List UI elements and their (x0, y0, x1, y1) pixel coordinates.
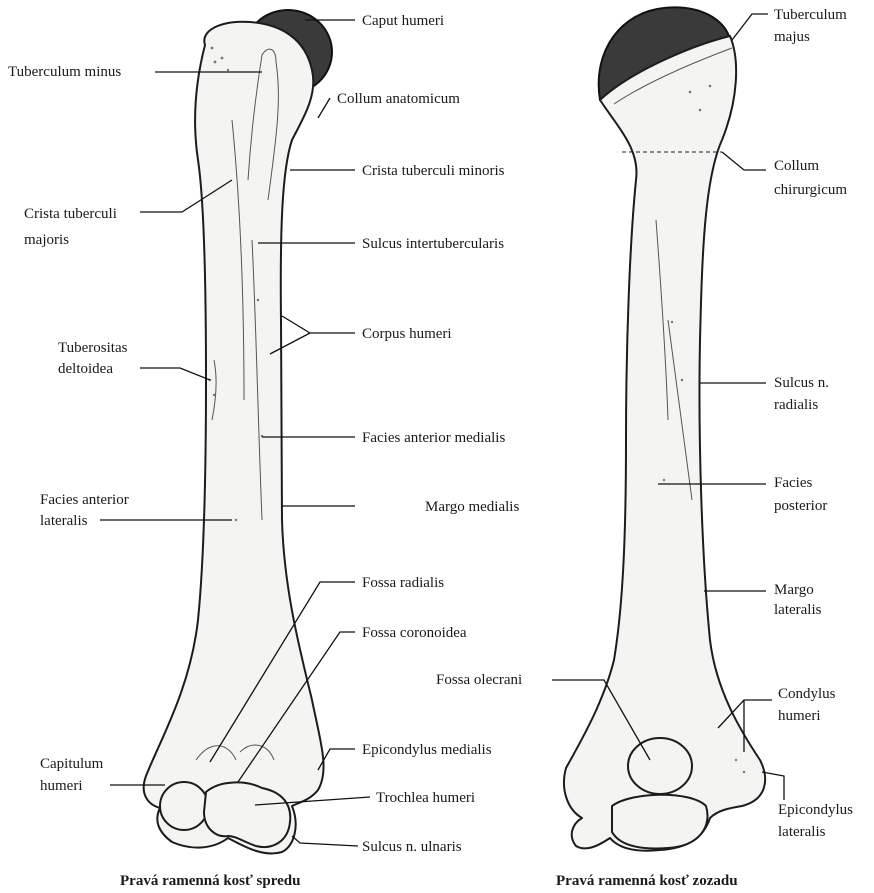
label-caput-humeri: Caput humeri (362, 13, 444, 29)
label-trochlea-humeri: Trochlea humeri (376, 790, 475, 806)
label-sulcus-n-radialis-line1: Sulcus n. (774, 375, 829, 391)
posterior-trochlea-shape (612, 795, 707, 849)
label-crista-tuberculi-majoris-line2: majoris (24, 232, 69, 248)
label-epicondylus-lateralis-line2: lateralis (778, 824, 826, 840)
caption-anterior: Pravá ramenná kosť spredu (120, 873, 300, 889)
posterior-humerus (564, 7, 765, 850)
label-epicondylus-medialis: Epicondylus medialis (362, 742, 492, 758)
posterior-fossa-olecrani-shape (628, 738, 692, 794)
label-tuberositas-deltoidea-line2: deltoidea (58, 361, 113, 377)
label-tuberositas-deltoidea-line1: Tuberositas (58, 340, 128, 356)
label-tuberculum-minus: Tuberculum minus (8, 64, 121, 80)
label-sulcus-n-ulnaris: Sulcus n. ulnaris (362, 839, 462, 855)
label-facies-posterior-line2: posterior (774, 498, 827, 514)
label-facies-anterior-medialis: Facies anterior medialis (362, 430, 505, 446)
label-sulcus-intertubercularis: Sulcus intertubercularis (362, 236, 504, 252)
label-condylus-humeri-line2: humeri (778, 708, 821, 724)
label-fossa-radialis: Fossa radialis (362, 575, 444, 591)
label-fossa-olecrani: Fossa olecrani (436, 672, 522, 688)
label-facies-anterior-lateralis-line1: Facies anterior (40, 492, 129, 508)
label-facies-posterior-line1: Facies (774, 475, 812, 491)
label-corpus-humeri: Corpus humeri (362, 326, 452, 342)
label-tuberculum-majus-line1: Tuberculum (774, 7, 847, 23)
label-margo-lateralis-line2: lateralis (774, 602, 822, 618)
label-fossa-coronoidea: Fossa coronoidea (362, 625, 467, 641)
label-crista-tuberculi-minoris: Crista tuberculi minoris (362, 163, 505, 179)
label-tuberculum-majus-line2: majus (774, 29, 810, 45)
anterior-humerus (144, 10, 332, 853)
captions: Pravá ramenná kosť spredu Pravá ramenná … (120, 873, 738, 889)
label-collum-chirurgicum-line1: Collum (774, 158, 819, 174)
label-capitulum-humeri-line2: humeri (40, 778, 83, 794)
posterior-bone-outline (564, 36, 765, 851)
anterior-capitulum-shape (160, 782, 208, 830)
label-crista-tuberculi-majoris-line1: Crista tuberculi (24, 206, 117, 222)
caption-posterior: Pravá ramenná kosť zozadu (556, 873, 738, 889)
label-collum-anatomicum: Collum anatomicum (337, 91, 460, 107)
label-margo-lateralis-line1: Margo (774, 582, 814, 598)
label-capitulum-humeri-line1: Capitulum (40, 756, 104, 772)
label-collum-chirurgicum-line2: chirurgicum (774, 182, 847, 198)
label-sulcus-n-radialis-line2: radialis (774, 397, 818, 413)
label-condylus-humeri-line1: Condylus (778, 686, 836, 702)
label-facies-anterior-lateralis-line2: lateralis (40, 513, 88, 529)
label-margo-medialis: Margo medialis (425, 499, 519, 515)
label-epicondylus-lateralis-line1: Epicondylus (778, 802, 853, 818)
